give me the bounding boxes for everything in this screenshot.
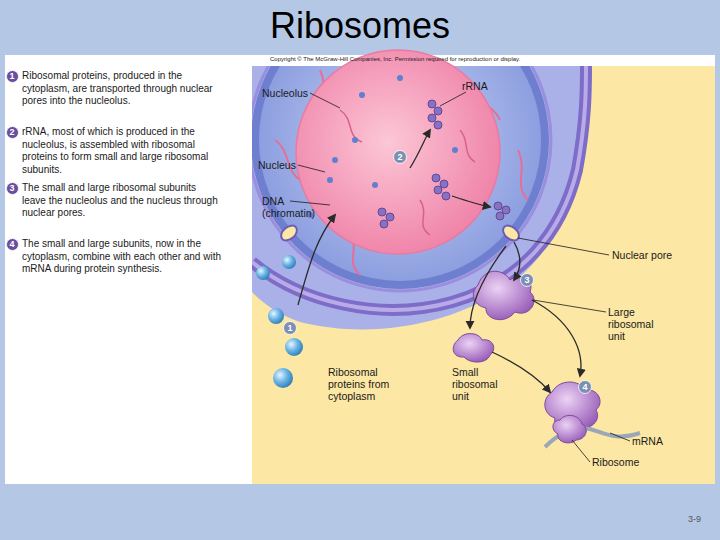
copyright-notice: Copyright © The McGraw-Hill Companies, I… xyxy=(270,56,590,63)
subunit-bead xyxy=(440,180,448,188)
subunit-bead xyxy=(386,213,394,221)
process-arrow xyxy=(298,215,335,305)
step-number: 2 xyxy=(6,126,19,139)
callout-number: 4 xyxy=(578,380,592,394)
step-text: Ribosomal proteins, produced in the cyto… xyxy=(22,70,222,108)
process-arrow xyxy=(452,196,490,207)
number-text: 3 xyxy=(520,273,534,287)
process-arrow xyxy=(492,352,550,392)
number-text: 2 xyxy=(393,150,407,164)
number-text: 4 xyxy=(6,238,19,251)
leader-line xyxy=(610,433,630,441)
part-label: Nucleus xyxy=(258,159,318,171)
number-text: 1 xyxy=(283,321,297,335)
ribosome-small-part xyxy=(553,415,586,443)
process-arrow xyxy=(410,130,430,168)
protein-dot xyxy=(327,177,333,183)
number-circle xyxy=(284,322,297,335)
nuclear-envelope xyxy=(252,66,551,291)
number-circle xyxy=(6,182,18,194)
nuclear-pore xyxy=(278,223,300,244)
leader-line xyxy=(572,440,590,462)
number-circle xyxy=(394,151,407,164)
small-subunit xyxy=(453,334,494,362)
protein-dot xyxy=(352,137,358,143)
callout-number: 3 xyxy=(520,273,534,287)
leader-line xyxy=(290,201,330,205)
number-text: 1 xyxy=(6,70,19,83)
subunit-bead xyxy=(378,208,386,216)
process-arrow xyxy=(470,246,506,328)
process-arrow xyxy=(532,300,581,376)
cytoplasm-proteins xyxy=(256,255,303,388)
part-label: Small ribosomal unit xyxy=(452,366,507,402)
number-circle xyxy=(6,126,18,138)
step-text: rRNA, most of which is produced in the n… xyxy=(22,126,222,176)
process-arrow xyxy=(514,242,520,280)
subunit-bead xyxy=(428,114,436,122)
number-text: 3 xyxy=(6,182,19,195)
callout-number: 1 xyxy=(283,321,297,335)
large-subunit xyxy=(473,271,534,319)
protein-dot xyxy=(332,157,338,163)
number-circle xyxy=(6,238,18,250)
step-number: 4 xyxy=(6,238,19,251)
subunit-bead xyxy=(494,202,502,210)
subunit-bead xyxy=(428,100,436,108)
page-number: 3-9 xyxy=(688,514,718,525)
protein-ball xyxy=(285,338,303,356)
protein-dot xyxy=(372,182,378,188)
leader-line xyxy=(440,92,466,106)
leader-line xyxy=(310,93,340,108)
protein-dot xyxy=(397,75,403,81)
subunit-bead xyxy=(434,121,442,129)
rrna-strand xyxy=(460,130,475,162)
subunit-bead xyxy=(434,107,442,115)
subunit-bead xyxy=(496,212,504,220)
part-label: DNA (chromatin) xyxy=(262,195,324,219)
number-text: 4 xyxy=(578,380,592,394)
callout-number: 2 xyxy=(393,150,407,164)
subunit-bead xyxy=(442,192,450,200)
protein-dot xyxy=(452,147,458,153)
part-label: rRNA xyxy=(462,80,512,92)
part-label: Ribosomal proteins from cytoplasm xyxy=(328,366,406,402)
protein-dots xyxy=(307,75,458,218)
part-label: mRNA xyxy=(632,435,682,447)
number-circle xyxy=(521,274,534,287)
subunit-bead xyxy=(432,174,440,182)
part-label: Ribosome xyxy=(592,456,662,468)
leader-line xyxy=(298,165,325,172)
leader-lines xyxy=(290,92,630,462)
chromatin-strand xyxy=(518,150,528,200)
step-text: The small and large subunits, now in the… xyxy=(22,238,222,276)
step-number: 3 xyxy=(6,182,19,195)
protein-ball xyxy=(273,368,293,388)
protein-dot xyxy=(359,92,365,98)
number-text: 2 xyxy=(6,126,19,139)
part-label: Nucleolus xyxy=(262,87,332,99)
number-circle xyxy=(6,70,18,82)
rrna-strand xyxy=(420,200,430,235)
subunit-bead xyxy=(380,220,388,228)
subunit-cluster xyxy=(378,100,510,228)
part-label: Large ribosomal unit xyxy=(608,306,663,342)
nuclear-pore xyxy=(500,223,522,244)
process-arrows xyxy=(298,130,581,392)
number-circle xyxy=(579,381,592,394)
protein-ball xyxy=(282,255,296,269)
rrna-strand xyxy=(340,110,362,142)
leader-line xyxy=(518,238,609,255)
cell-group xyxy=(252,66,592,329)
protein-ball xyxy=(268,308,284,324)
subunit-bead xyxy=(502,206,510,214)
step-number: 1 xyxy=(6,70,19,83)
step-text: The small and large ribosomal subunits l… xyxy=(22,182,222,220)
part-label: Nuclear pore xyxy=(612,249,707,261)
leader-line xyxy=(533,300,606,312)
slide-title: Ribosomes xyxy=(0,6,720,46)
subunit-bead xyxy=(434,186,442,194)
protein-ball xyxy=(256,266,270,280)
